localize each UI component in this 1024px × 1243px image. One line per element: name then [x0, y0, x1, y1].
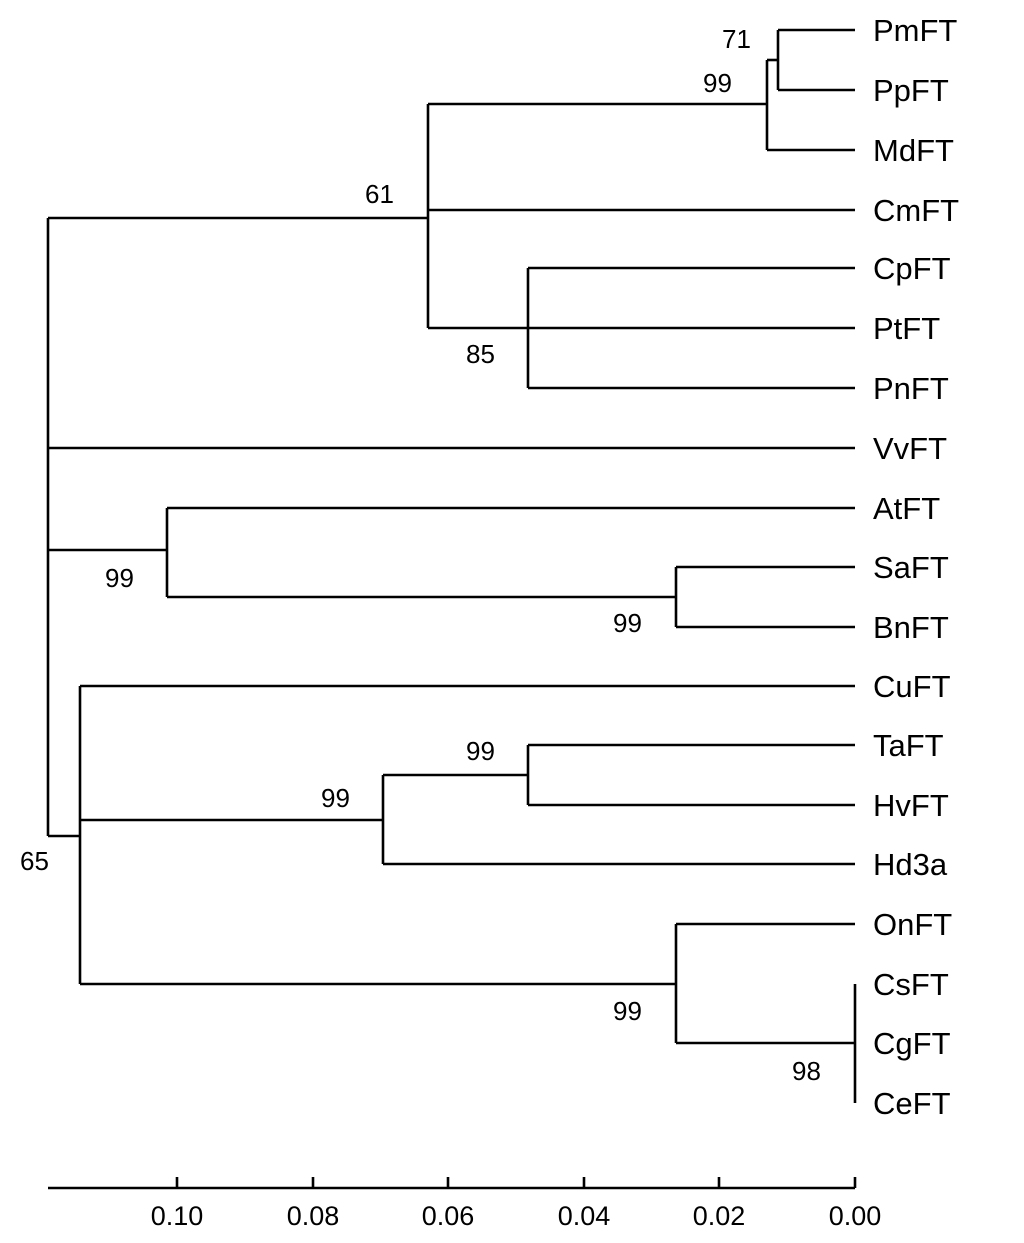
leaf-label-hvft: HvFT	[873, 788, 949, 823]
bootstrap-pm-pp: 71	[722, 24, 751, 54]
bootstrap-md: 99	[703, 68, 732, 98]
axis-tick-label-0.04: 0.04	[558, 1201, 611, 1231]
leaf-label-mdft: MdFT	[873, 133, 954, 168]
leaf-label-vvft: VvFT	[873, 431, 947, 466]
leaf-label-hd3a: Hd3a	[873, 847, 948, 882]
leaf-label-ppft: PpFT	[873, 73, 949, 108]
axis-tick-label-0.08: 0.08	[287, 1201, 340, 1231]
bootstrap-labels: 71 99 61 85 99 99 99 99 65 99 98	[20, 24, 821, 1086]
bootstrap-sa-bn: 99	[613, 608, 642, 638]
axis-tick-label-0.06: 0.06	[422, 1201, 475, 1231]
bootstrap-rosid: 61	[365, 179, 394, 209]
leaf-label-cuft: CuFT	[873, 669, 951, 704]
bootstrap-root: 65	[20, 846, 49, 876]
leaf-label-ptft: PtFT	[873, 311, 940, 346]
bootstrap-brassica: 99	[105, 563, 134, 593]
leaf-label-ceft: CeFT	[873, 1086, 951, 1121]
scale-axis: 0.10 0.08 0.06 0.04 0.02 0.00	[48, 1177, 881, 1231]
leaf-label-pmft: PmFT	[873, 13, 957, 48]
branches	[46, 28, 857, 1103]
leaf-label-saft: SaFT	[873, 550, 949, 585]
leaf-label-taft: TaFT	[873, 728, 944, 763]
leaf-label-csft: CsFT	[873, 967, 949, 1002]
leaf-label-cmft: CmFT	[873, 193, 959, 228]
bootstrap-citrus: 98	[792, 1056, 821, 1086]
leaf-label-pnft: PnFT	[873, 371, 949, 406]
bootstrap-cp-pt-pn: 85	[466, 339, 495, 369]
axis-tick-label-0.00: 0.00	[829, 1201, 882, 1231]
axis-tick-label-0.10: 0.10	[151, 1201, 204, 1231]
bootstrap-grass: 99	[321, 783, 350, 813]
leaf-label-cpft: CpFT	[873, 251, 951, 286]
leaf-labels: PmFT PpFT MdFT CmFT CpFT PtFT PnFT VvFT …	[873, 13, 959, 1121]
bootstrap-ta-hv: 99	[466, 736, 495, 766]
leaf-label-atft: AtFT	[873, 491, 940, 526]
bootstrap-orchid: 99	[613, 996, 642, 1026]
leaf-label-bnft: BnFT	[873, 610, 949, 645]
leaf-label-onft: OnFT	[873, 907, 952, 942]
axis-tick-label-0.02: 0.02	[693, 1201, 746, 1231]
leaf-label-cgft: CgFT	[873, 1026, 951, 1061]
